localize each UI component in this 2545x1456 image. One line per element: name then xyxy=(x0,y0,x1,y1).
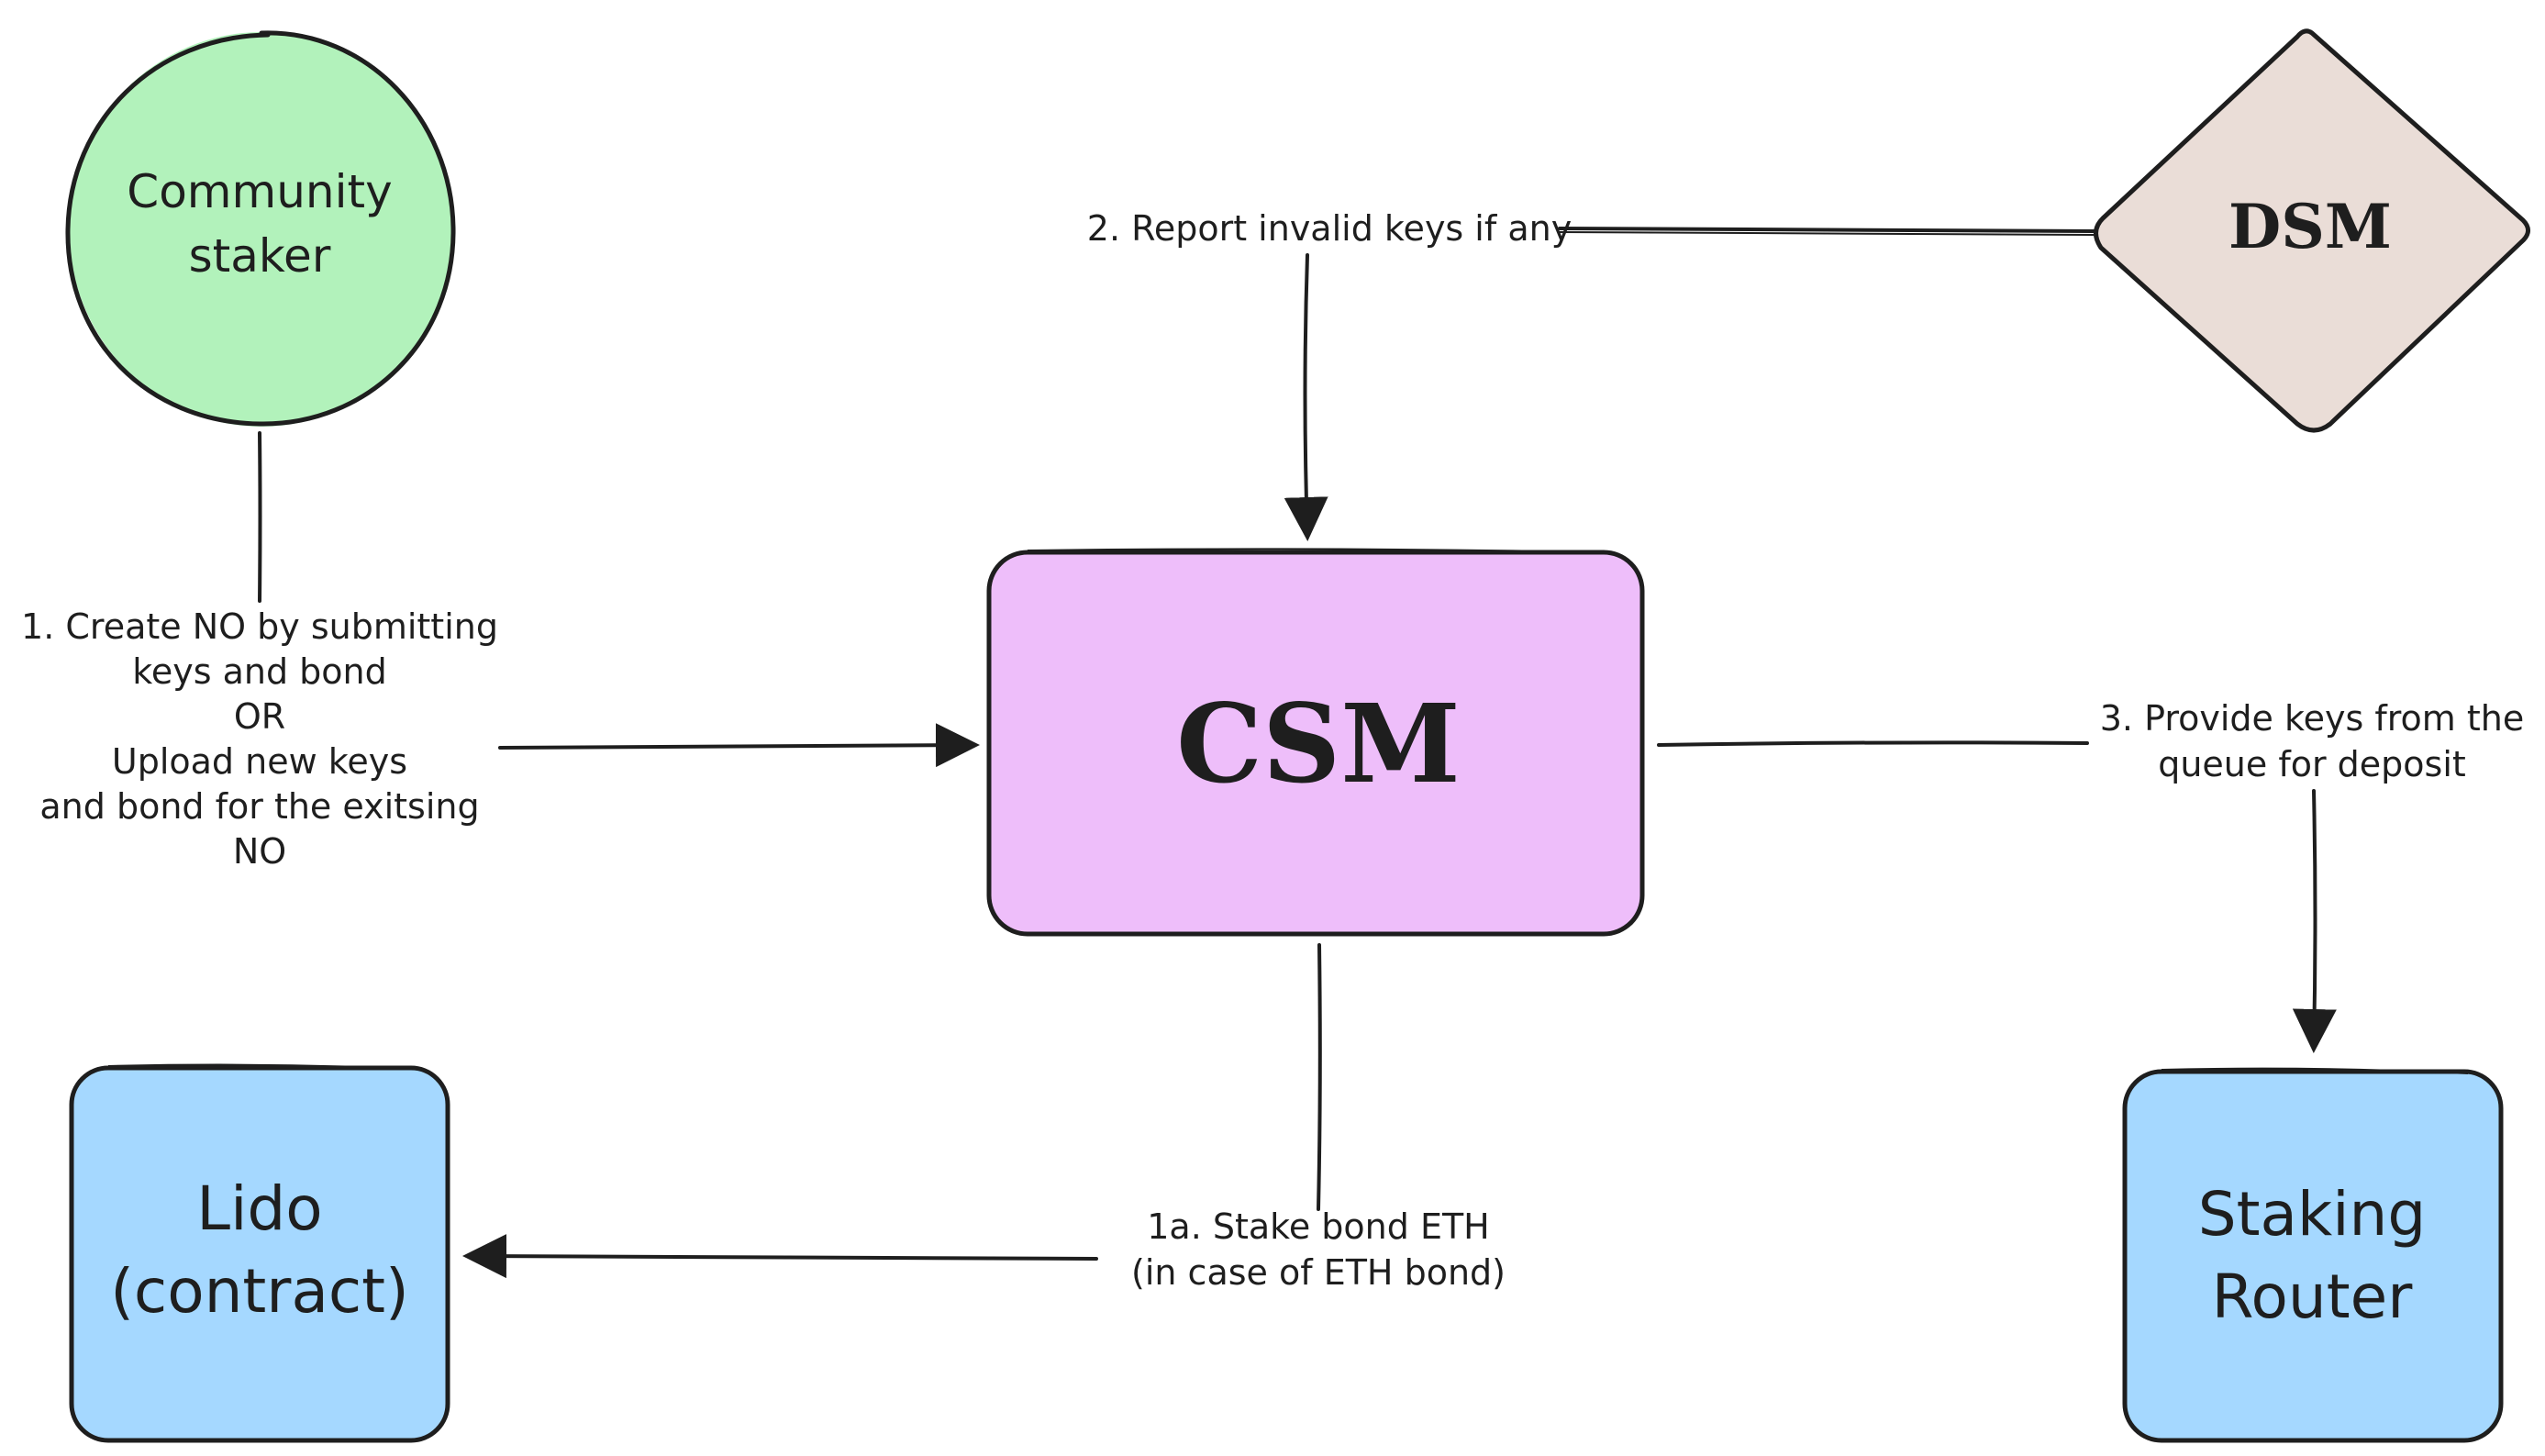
community-staker-line1: Community xyxy=(127,165,392,218)
staking-router-fill xyxy=(2122,1069,2504,1443)
staking-router-line2: Router xyxy=(2212,1261,2414,1332)
node-community-staker[interactable]: Community staker xyxy=(65,30,456,427)
step3-line: queue for deposit xyxy=(2158,744,2466,784)
connector-dsm-to-step2 xyxy=(1558,227,2095,233)
lido-fill xyxy=(69,1065,450,1443)
lido-line2: (contract) xyxy=(110,1256,409,1327)
node-csm[interactable]: CSM xyxy=(986,548,1645,937)
step1-line: keys and bond xyxy=(132,651,387,692)
edge-label-step2: 2. Report invalid keys if any xyxy=(1087,208,1572,249)
csm-label: CSM xyxy=(1176,680,1461,807)
step1-line: 1. Create NO by submitting xyxy=(21,606,498,647)
step3-line: 3. Provide keys from the xyxy=(2100,698,2525,739)
community-staker-fill xyxy=(69,32,454,427)
dsm-label: DSM xyxy=(2228,191,2392,262)
arrow-step2-to-csm xyxy=(1284,253,1328,541)
step1-line: Upload new keys xyxy=(112,741,407,782)
arrow-step1a-to-lido xyxy=(462,1234,1098,1279)
step1-line: NO xyxy=(233,831,286,872)
dsm-fill xyxy=(2094,28,2530,433)
edge-label-step1: 1. Create NO by submitting keys and bond… xyxy=(21,606,498,872)
node-dsm[interactable]: DSM xyxy=(2094,28,2530,433)
step1-line: OR xyxy=(234,696,285,737)
arrow-step3-to-router xyxy=(2292,789,2337,1053)
connector-csm-to-step3 xyxy=(1657,740,2089,747)
step1a-line: 1a. Stake bond ETH xyxy=(1147,1206,1490,1247)
arrow-step1-to-csm xyxy=(498,723,980,768)
node-lido[interactable]: Lido (contract) xyxy=(69,1063,450,1443)
community-staker-line2: staker xyxy=(189,229,331,283)
step1a-line: (in case of ETH bond) xyxy=(1131,1252,1506,1293)
edge-label-step3: 3. Provide keys from the queue for depos… xyxy=(2100,698,2525,784)
step2-line: 2. Report invalid keys if any xyxy=(1087,208,1572,249)
edge-label-step1a: 1a. Stake bond ETH (in case of ETH bond) xyxy=(1131,1206,1506,1293)
step1-line: and bond for the exitsing xyxy=(39,786,479,827)
csm-fill xyxy=(986,550,1645,937)
lido-line1: Lido xyxy=(196,1173,322,1244)
staking-router-line1: Staking xyxy=(2198,1179,2427,1250)
node-staking-router[interactable]: Staking Router xyxy=(2122,1067,2504,1443)
community-staker-outline xyxy=(65,30,456,427)
connector-csm-to-step1a xyxy=(1317,943,1322,1211)
connector-staker-to-step1 xyxy=(258,431,262,603)
